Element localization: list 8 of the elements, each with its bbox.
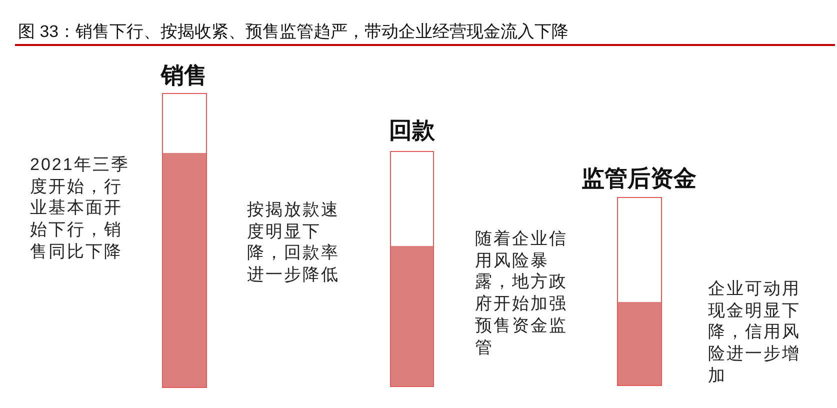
- bar-heading: 回款: [389, 116, 435, 144]
- annotation-text: 2021年三季度开始，行业基本面开始下行，销售同比下降: [30, 154, 130, 263]
- annotation-text: 随着企业信用风险暴露，地方政府开始加强预售资金监管: [475, 228, 568, 358]
- figure-title: 图 33：销售下行、按揭收紧、预售监管趋严，带动企业经营现金流入下降: [18, 21, 568, 43]
- annotation-text: 按揭放款速度明显下降，回款率进一步降低: [247, 199, 340, 286]
- bar-heading: 销售: [161, 61, 207, 89]
- annotation-text: 企业可动用现金明显下降，信用风险进一步增加: [708, 278, 802, 387]
- bar-heading: 监管后资金: [582, 164, 696, 192]
